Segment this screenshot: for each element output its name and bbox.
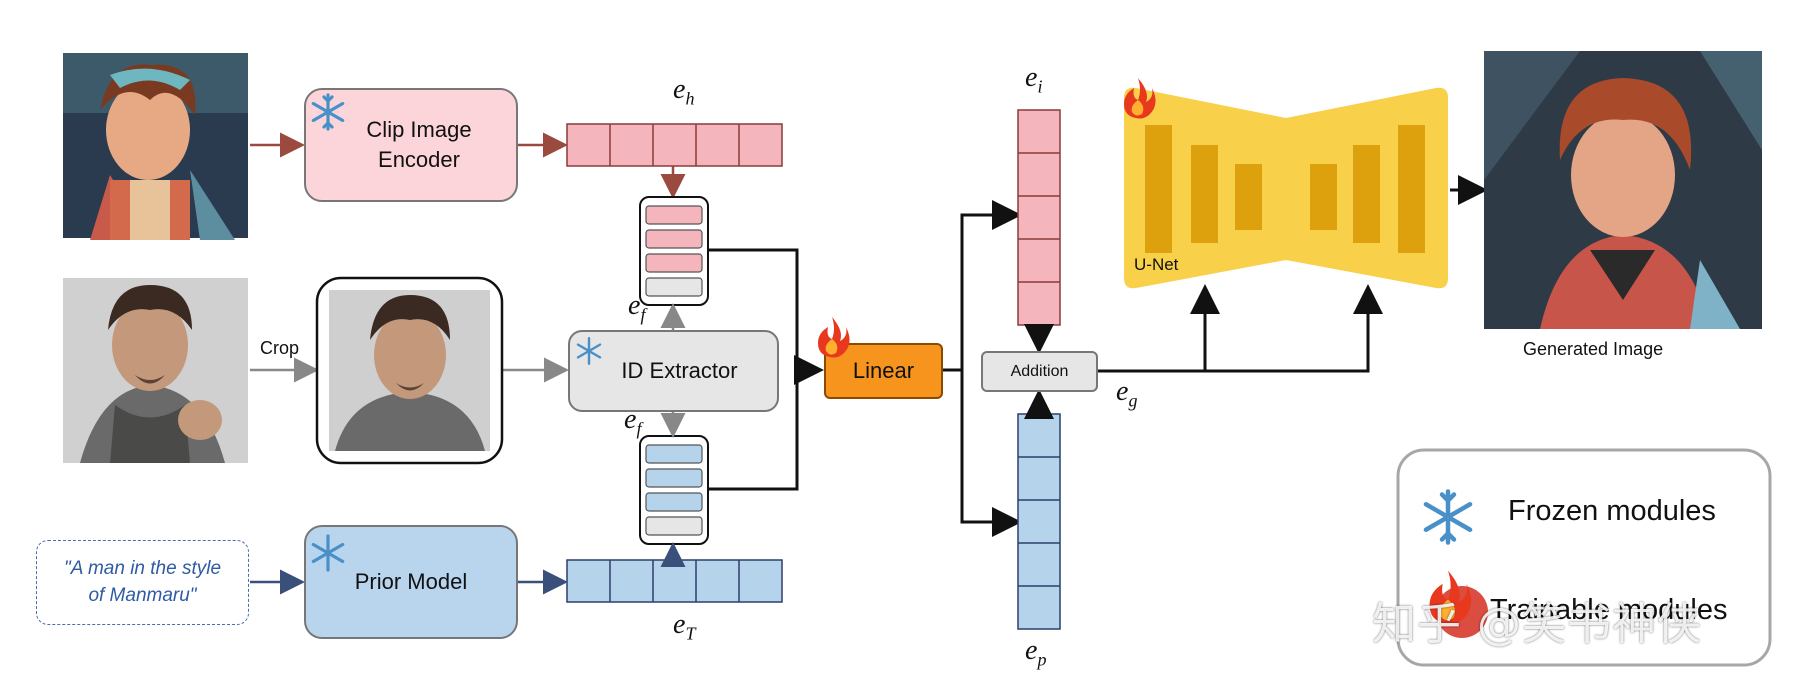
man-photo — [63, 278, 248, 463]
legend-box — [1396, 448, 1772, 667]
prompt-text: "A man in the style of Manmaru" — [63, 557, 222, 606]
flame-icon — [1424, 568, 1472, 626]
eg-label: eg — [1116, 376, 1138, 411]
ep-vector — [1017, 413, 1061, 630]
flame-icon — [1120, 76, 1156, 120]
et-vector — [566, 559, 783, 603]
ei-label: ei — [1025, 62, 1043, 97]
unet-block — [1124, 87, 1448, 289]
arrow-top-stack-to-linear — [708, 248, 824, 385]
legend-trainable-label: Trainable modules — [1490, 594, 1728, 626]
id-extractor: ID Extractor — [568, 330, 779, 412]
addition-node: Addition — [981, 351, 1098, 392]
generated-image — [1484, 51, 1762, 329]
legend-frozen-label: Frozen modules — [1508, 495, 1716, 527]
cropped-face-image — [329, 290, 490, 451]
id-extractor-label: ID Extractor — [621, 358, 738, 383]
ep-label: ep — [1025, 635, 1047, 670]
eh-label: eh — [673, 74, 695, 109]
clip-encoder-label: Clip Image Encoder — [366, 117, 472, 172]
generated-image-label: Generated Image — [1523, 339, 1664, 359]
arrow-linear-to-ep — [960, 370, 1022, 537]
prior-model: Prior Model — [304, 525, 518, 639]
eh-vector — [566, 123, 783, 167]
prompt-box: "A man in the style of Manmaru" — [36, 540, 249, 625]
anime-boy-image — [63, 53, 248, 240]
snowflake-icon — [308, 92, 348, 132]
unet-label: U-Net — [1134, 255, 1179, 274]
top-token-stack — [639, 196, 709, 306]
ei-vector — [1017, 109, 1061, 326]
snowflake-icon — [574, 336, 604, 366]
et-label: eT — [673, 609, 696, 644]
watermark: 知乎 @笑书神侠 — [1372, 599, 1702, 650]
addition-label: Addition — [1010, 362, 1069, 380]
snowflake-icon — [1418, 487, 1478, 547]
bottom-token-stack — [639, 435, 709, 545]
arrow-eg-to-unet-right — [1098, 284, 1383, 373]
crop-label: Crop — [260, 338, 300, 358]
ef-bottom-label: ef — [624, 404, 642, 439]
ef-top-label: ef — [628, 290, 646, 325]
flame-icon — [814, 315, 850, 359]
prior-model-label: Prior Model — [354, 569, 468, 594]
arrow-bottom-stack-to-linear — [708, 370, 799, 491]
arrow-linear-to-ei — [943, 200, 1022, 372]
snowflake-icon — [308, 533, 348, 573]
linear-label: Linear — [852, 358, 915, 383]
